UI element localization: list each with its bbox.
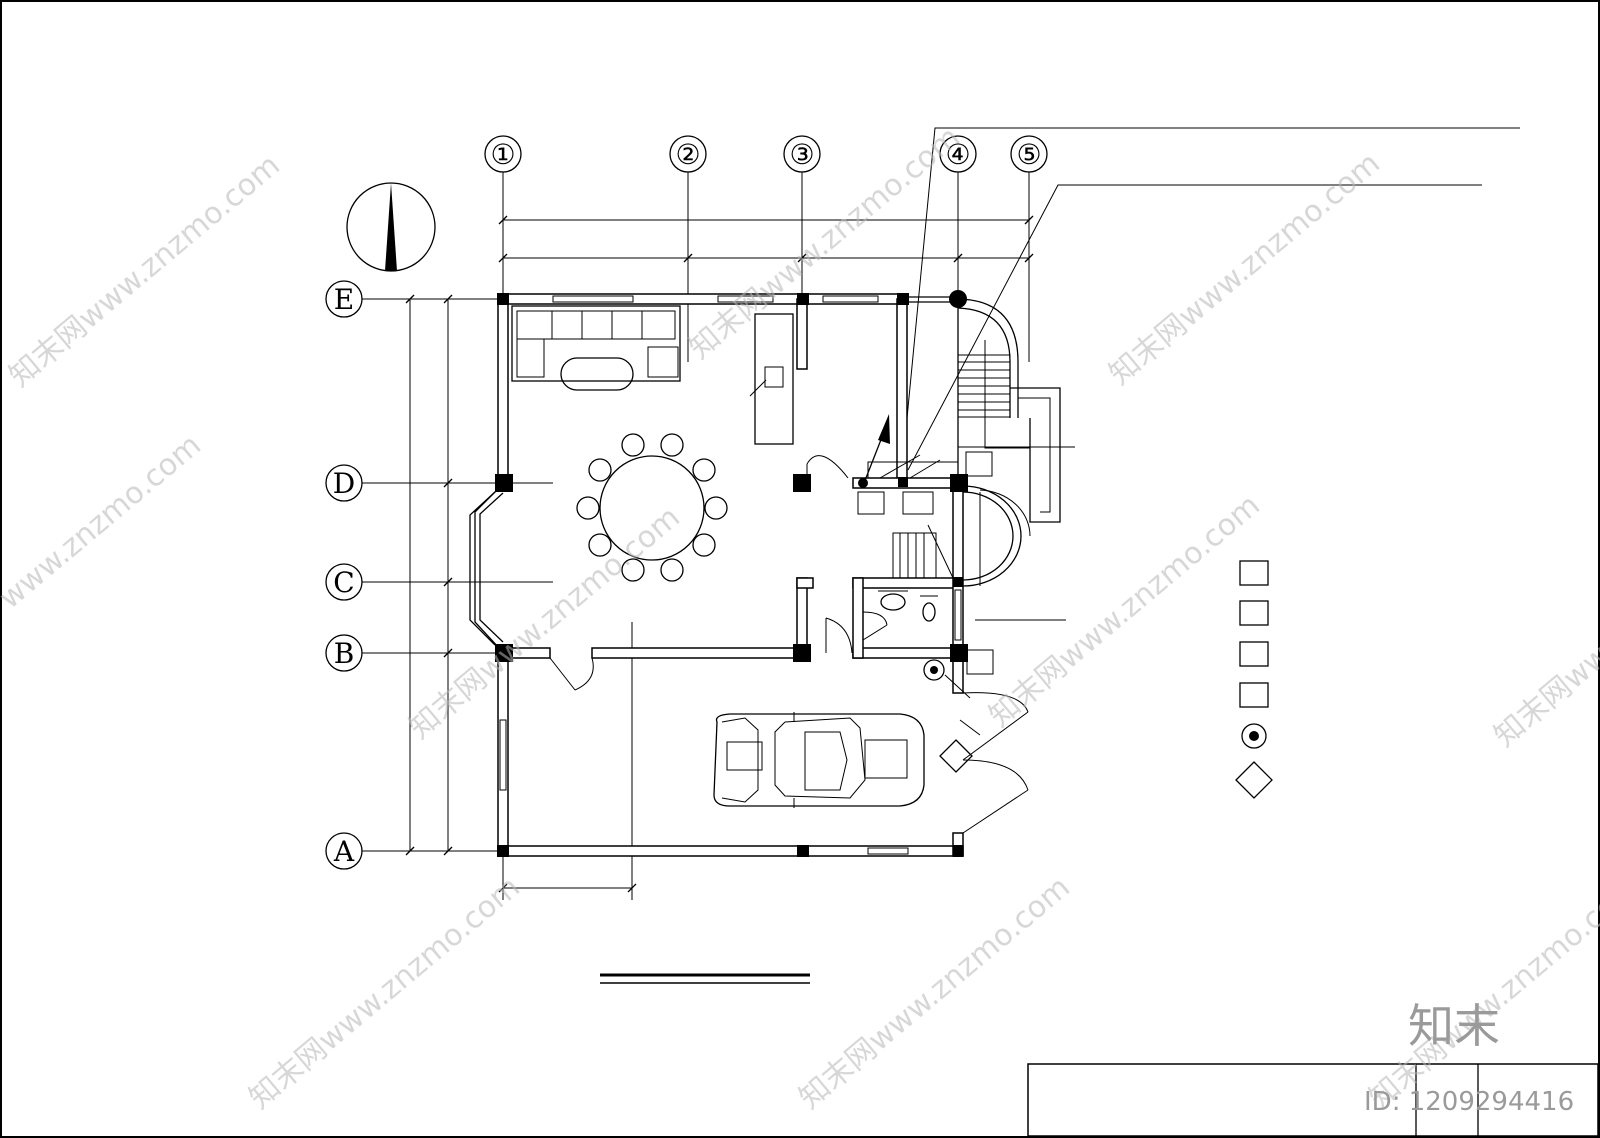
toilet-icon (920, 595, 938, 622)
axis-label: C (333, 566, 354, 599)
axis-label: A (333, 835, 355, 868)
dimension-lines (405, 215, 1034, 900)
watermark-text: 知末网www.znzmo.com (983, 488, 1267, 734)
legend-square-3 (1239, 641, 1269, 667)
washbasin-icon (878, 590, 908, 611)
legend-socket-icon (1241, 723, 1267, 749)
watermark-text: 知末网www.znzmo.com (3, 148, 287, 394)
watermark-text: 知末网www.znzmo.com (793, 870, 1077, 1116)
doors (549, 455, 1029, 834)
column-axis-2: ② (669, 135, 707, 362)
watermark-text: 知末网www.znzmo.com (403, 500, 687, 746)
axis-label: ② (675, 138, 700, 171)
watermark-text: 知末网www.znzmo.com (1103, 146, 1387, 392)
watermark-text: www.znzmo.com (0, 428, 208, 617)
row-axis-C: C (325, 563, 553, 601)
watermark-text: 知末网www.znzmo.com (1363, 870, 1600, 1116)
north-arrow-icon (346, 182, 436, 272)
title-block (1027, 1063, 1599, 1137)
legend-diamond-icon (1235, 761, 1273, 799)
stair-tower (957, 298, 1061, 523)
axis-label: ① (490, 138, 515, 171)
counter-icon (749, 313, 794, 445)
legend-square-1 (1239, 560, 1269, 586)
legend-square-2 (1239, 600, 1269, 626)
watermark-text: 知末网www.znzmo.com (243, 870, 527, 1116)
legend-square-4 (1239, 682, 1269, 708)
axis-label: D (333, 467, 355, 500)
round-bay (962, 485, 1031, 587)
brand-id-text: ID: 1209294416 (1364, 1087, 1574, 1117)
sofa-set-icon (511, 305, 681, 391)
stair-direction-arrow-icon (858, 414, 890, 488)
scale-bar (600, 973, 810, 984)
interior-stair (867, 454, 958, 579)
row-axis-E: E (325, 280, 503, 318)
axis-label: ④ (945, 138, 970, 171)
row-axis-D: D (325, 464, 553, 502)
axis-label: B (334, 637, 355, 670)
watermark-text: 知末网www.znzmo.com (1488, 508, 1600, 754)
entry-details (857, 451, 994, 773)
legend-symbols (1235, 560, 1273, 799)
axis-label: ③ (789, 138, 814, 171)
car-icon (713, 712, 925, 808)
exterior-walls (469, 293, 964, 857)
row-axis-B: B (325, 634, 503, 672)
axis-label: ⑤ (1016, 138, 1041, 171)
brand-logo-text: 知末 (1408, 999, 1500, 1053)
column-axis-5: ⑤ (1010, 135, 1048, 362)
dining-table-icon (576, 433, 728, 582)
axis-label: E (334, 283, 354, 316)
